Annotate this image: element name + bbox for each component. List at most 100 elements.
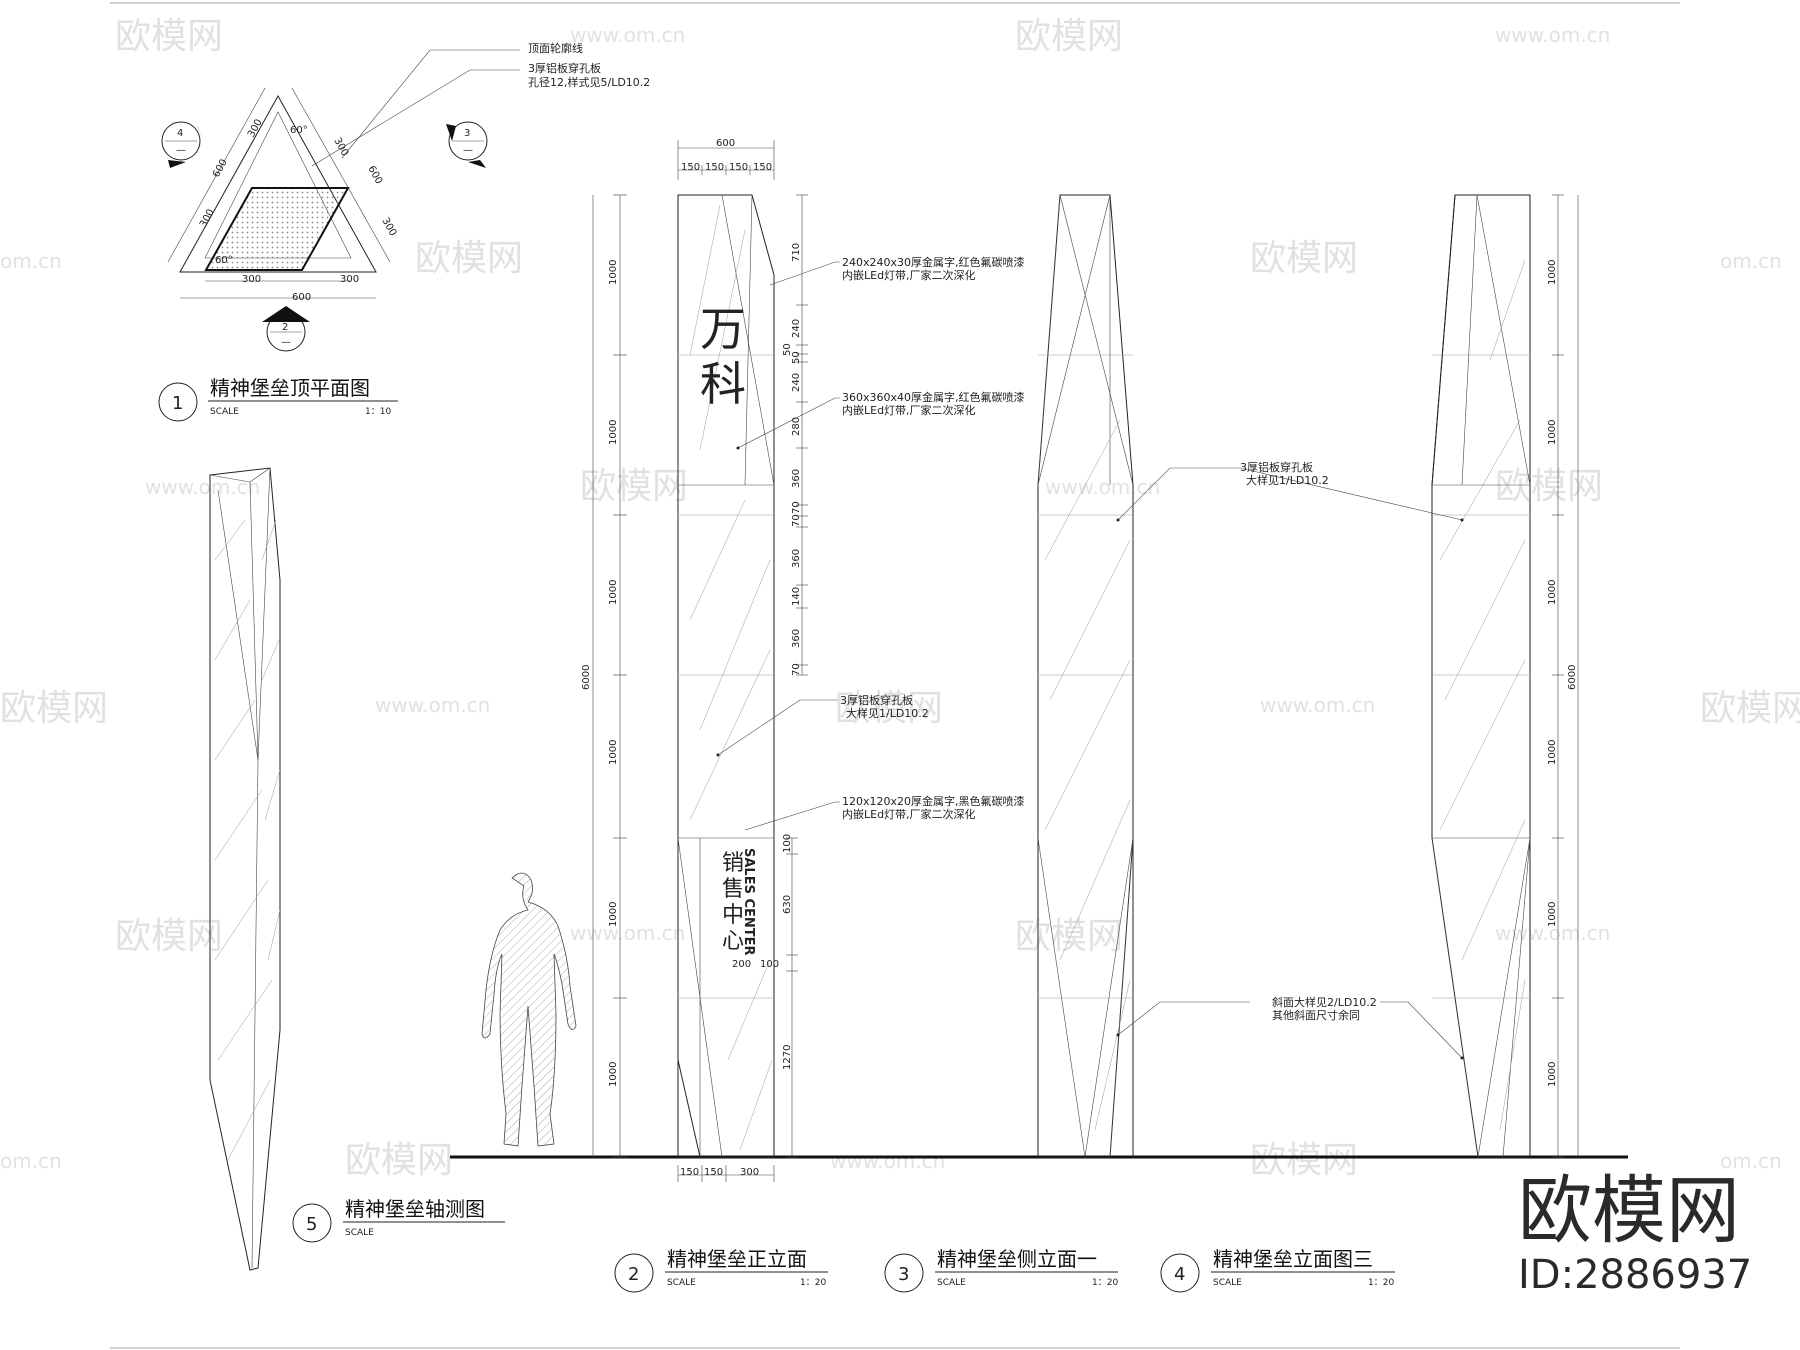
svg-text:50: 50 <box>791 351 802 364</box>
svg-text:om.cn: om.cn <box>0 249 62 273</box>
side-notes: 3厚铝板穿孔板 大样见1/LD10.2 斜面大样见2/LD10.2 其他斜面尺寸… <box>1116 460 1464 1060</box>
svg-text:630: 630 <box>782 895 793 914</box>
svg-text:600: 600 <box>716 138 735 149</box>
svg-text:欧模网: 欧模网 <box>835 688 943 729</box>
svg-text:1：20: 1：20 <box>1092 1278 1118 1288</box>
plan-dim-text: 300 <box>331 136 350 158</box>
svg-text:其他斜面尺寸余同: 其他斜面尺寸余同 <box>1272 1008 1360 1022</box>
section-marker-3: 3 — <box>446 121 488 168</box>
svg-text:欧模网: 欧模网 <box>580 466 688 507</box>
svg-text:SCALE: SCALE <box>210 407 239 417</box>
watermark-logo: 欧模网 欧模网 欧模网 欧模网 欧模网 欧模网 欧模网 欧模网 欧模网 欧模网 … <box>0 16 1800 1181</box>
front-sales-en: SALES CENTER <box>741 848 756 956</box>
front-char-1: 万 <box>700 302 746 356</box>
plan-dim-text: 300 <box>379 216 398 238</box>
svg-text:大样见1/LD10.2: 大样见1/LD10.2 <box>1246 473 1329 487</box>
svg-text:欧模网: 欧模网 <box>115 916 223 957</box>
plan-note-outline: 顶面轮廓线 <box>528 41 583 55</box>
svg-text:1000: 1000 <box>1547 902 1558 927</box>
svg-text:3: 3 <box>898 1264 909 1285</box>
svg-text:心: 心 <box>722 929 744 954</box>
svg-text:—: — <box>281 337 291 348</box>
svg-text:www.om.cn: www.om.cn <box>570 921 685 945</box>
view-title-4: 4 精神堡垒立面图三 SCALE 1：20 <box>1160 1247 1395 1293</box>
svg-text:710: 710 <box>791 243 802 262</box>
svg-text:1000: 1000 <box>608 420 619 445</box>
svg-text:280: 280 <box>791 417 802 436</box>
svg-text:斜面大样见2/LD10.2: 斜面大样见2/LD10.2 <box>1272 995 1377 1009</box>
svg-text:精神堡垒轴测图: 精神堡垒轴测图 <box>345 1197 485 1221</box>
svg-text:1：20: 1：20 <box>800 1278 826 1288</box>
front-sales-cn: 销 售 中 心 <box>722 851 744 954</box>
svg-text:300: 300 <box>740 1167 759 1178</box>
watermark-layer: 欧模网 欧模网 欧模网 欧模网 欧模网 欧模网 欧模网 欧模网 欧模网 欧模网 … <box>0 16 1800 1181</box>
svg-text:100: 100 <box>782 834 793 853</box>
svg-text:120x120x20厚金属字,黑色氟碳喷漆: 120x120x20厚金属字,黑色氟碳喷漆 <box>842 794 1025 808</box>
svg-text:SCALE: SCALE <box>937 1278 966 1288</box>
svg-text:大样见1/LD10.2: 大样见1/LD10.2 <box>846 706 929 720</box>
svg-text:om.cn: om.cn <box>0 1149 62 1173</box>
section-marker-2: 2 — <box>262 306 310 352</box>
plan-leader-panel <box>311 69 520 167</box>
axo-outline <box>209 467 281 1271</box>
svg-text:欧模网: 欧模网 <box>345 1140 453 1181</box>
svg-text:4: 4 <box>177 128 183 139</box>
svg-text:150: 150 <box>753 162 772 173</box>
svg-text:3厚铝板穿孔板: 3厚铝板穿孔板 <box>1240 460 1313 474</box>
svg-text:1000: 1000 <box>1547 740 1558 765</box>
svg-text:6000: 6000 <box>581 665 592 690</box>
plan-angle-left: 60° <box>215 255 233 266</box>
front-char-2: 科 <box>700 357 746 411</box>
side-column-outline <box>1037 194 1134 1158</box>
view-title-1: 1 精神堡垒顶平面图 SCALE 1：10 <box>158 376 398 422</box>
svg-text:SCALE: SCALE <box>1213 1278 1242 1288</box>
plan-perforated-panel <box>204 187 350 271</box>
svg-text:150: 150 <box>729 162 748 173</box>
svg-text:360x360x40厚金属字,红色氟碳喷漆: 360x360x40厚金属字,红色氟碳喷漆 <box>842 390 1025 404</box>
plan-dim-text: 300 <box>246 117 265 139</box>
plan-leader-outline <box>341 49 520 159</box>
plan-dim-left <box>167 87 266 263</box>
plan-view: 300 300 600 600 300 300 300 300 600 60° … <box>161 41 650 352</box>
svg-text:240: 240 <box>791 373 802 392</box>
human-scale-figure <box>481 872 577 1147</box>
svg-text:内嵌LEd灯带,厂家二次深化: 内嵌LEd灯带,厂家二次深化 <box>842 403 976 417</box>
svg-text:1000: 1000 <box>608 260 619 285</box>
svg-text:www.om.cn: www.om.cn <box>1045 475 1160 499</box>
svg-text:SCALE: SCALE <box>667 1278 696 1288</box>
svg-text:240: 240 <box>791 319 802 338</box>
svg-text:4: 4 <box>1174 1264 1185 1285</box>
svg-text:360: 360 <box>791 629 802 648</box>
svg-text:70: 70 <box>791 514 802 527</box>
watermark-url: www.om.cn www.om.cn www.om.cn www.om.cn … <box>0 23 1782 1173</box>
svg-text:1000: 1000 <box>608 740 619 765</box>
svg-text:www.om.cn: www.om.cn <box>1495 23 1610 47</box>
svg-text:100: 100 <box>756 959 775 970</box>
svg-text:1：10: 1：10 <box>365 407 391 417</box>
svg-text:欧模网: 欧模网 <box>1015 16 1123 57</box>
svg-text:1000: 1000 <box>1547 260 1558 285</box>
svg-text:50: 50 <box>782 343 793 356</box>
svg-text:www.om.cn: www.om.cn <box>375 693 490 717</box>
svg-text:售: 售 <box>722 877 744 902</box>
plan-note-panel-1: 3厚铝板穿孔板 <box>528 61 601 75</box>
svg-text:1000: 1000 <box>608 1062 619 1087</box>
svg-text:om.cn: om.cn <box>1720 1149 1782 1173</box>
svg-text:1270: 1270 <box>782 1045 793 1070</box>
svg-text:欧模网: 欧模网 <box>415 238 523 279</box>
svg-text:—: — <box>176 145 186 156</box>
svg-text:www.om.cn: www.om.cn <box>145 475 260 499</box>
axonometric-view <box>209 467 281 1271</box>
svg-text:欧模网: 欧模网 <box>1250 1140 1358 1181</box>
svg-text:150: 150 <box>680 1167 699 1178</box>
elevation-three: 1000 1000 1000 1000 1000 1000 6000 <box>1431 194 1579 1158</box>
svg-text:精神堡垒正立面: 精神堡垒正立面 <box>667 1247 807 1271</box>
brand-id: ID:2886937 <box>1518 1252 1752 1298</box>
svg-text:www.om.cn: www.om.cn <box>570 23 685 47</box>
brand-mark: 欧模网 ID:2886937 <box>1518 1168 1752 1298</box>
svg-text:1: 1 <box>172 393 183 414</box>
svg-text:精神堡垒侧立面一: 精神堡垒侧立面一 <box>937 1247 1097 1271</box>
svg-text:1：20: 1：20 <box>1368 1278 1394 1288</box>
svg-text:中: 中 <box>722 903 744 928</box>
